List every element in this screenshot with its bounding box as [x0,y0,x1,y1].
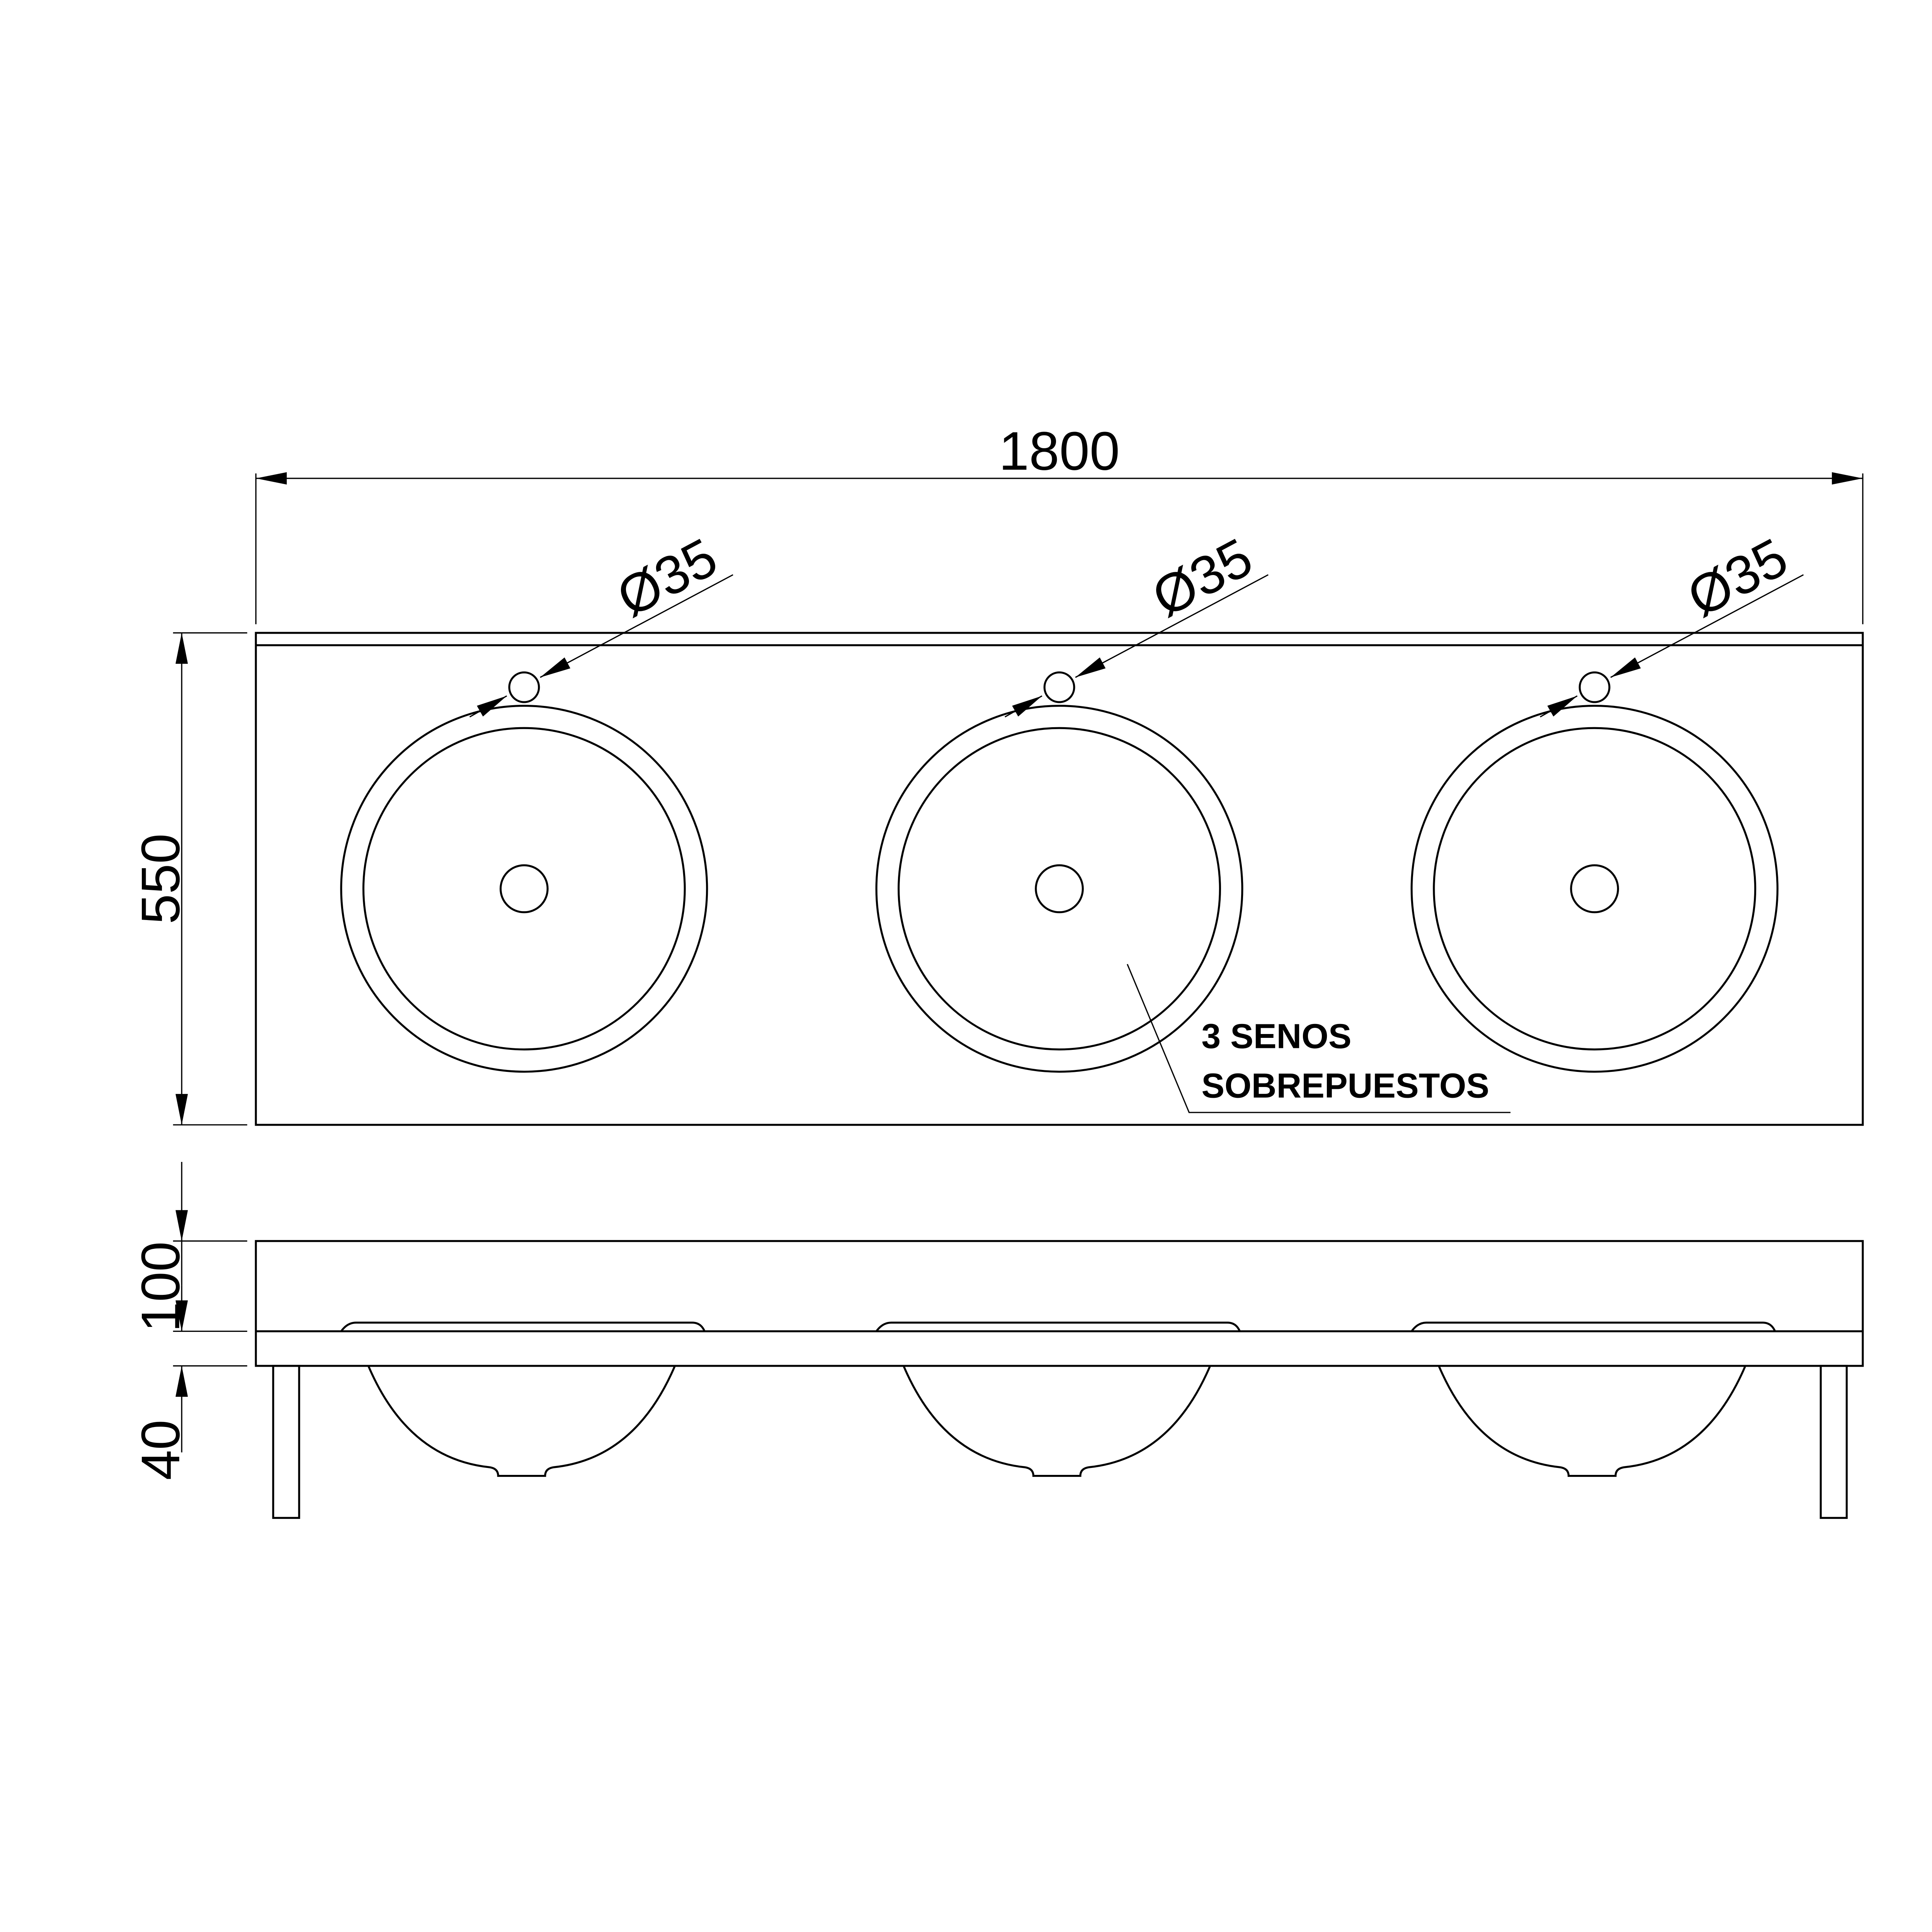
width-label: 1800 [999,421,1120,481]
drain-icon [1035,864,1084,913]
height-top-label: 100 [130,1242,191,1332]
front-view [255,1240,1864,1519]
bowl-profile-1 [340,1321,706,1477]
faucet-hole [1043,671,1075,703]
sinks-callout: 3 SENOS SOBREPUESTOS [1126,964,1511,1113]
height-bottom-label: 40 [130,1420,191,1480]
hole-diameter-label: Ø35 [1678,526,1797,628]
callout-line-2: SOBREPUESTOS [1201,1066,1489,1105]
bowl-profile-3 [1411,1321,1776,1477]
hole-diameter-label: Ø35 [1143,526,1262,628]
sink-1 [340,671,708,1073]
drain-icon [1570,864,1619,913]
plan-view: Ø35 Ø35 Ø35 3 SENOS SOBREPUESTOS [255,526,1864,1126]
drain-icon [500,864,549,913]
hole-diameter-label: Ø35 [607,526,727,628]
sink-3 [1410,671,1779,1073]
faucet-hole [1578,671,1611,703]
leg-right [1820,1365,1848,1519]
depth-dimension: 550 [130,632,247,1126]
depth-label: 550 [130,833,191,924]
height-dimensions: 100 40 [130,1162,247,1480]
bowl-profile-2 [875,1321,1241,1477]
callout-line-1: 3 SENOS [1201,1017,1351,1056]
faucet-hole [508,671,540,703]
leg-left [272,1365,300,1519]
sink-2 [875,671,1243,1073]
width-dimension: 1800 [255,421,1864,624]
